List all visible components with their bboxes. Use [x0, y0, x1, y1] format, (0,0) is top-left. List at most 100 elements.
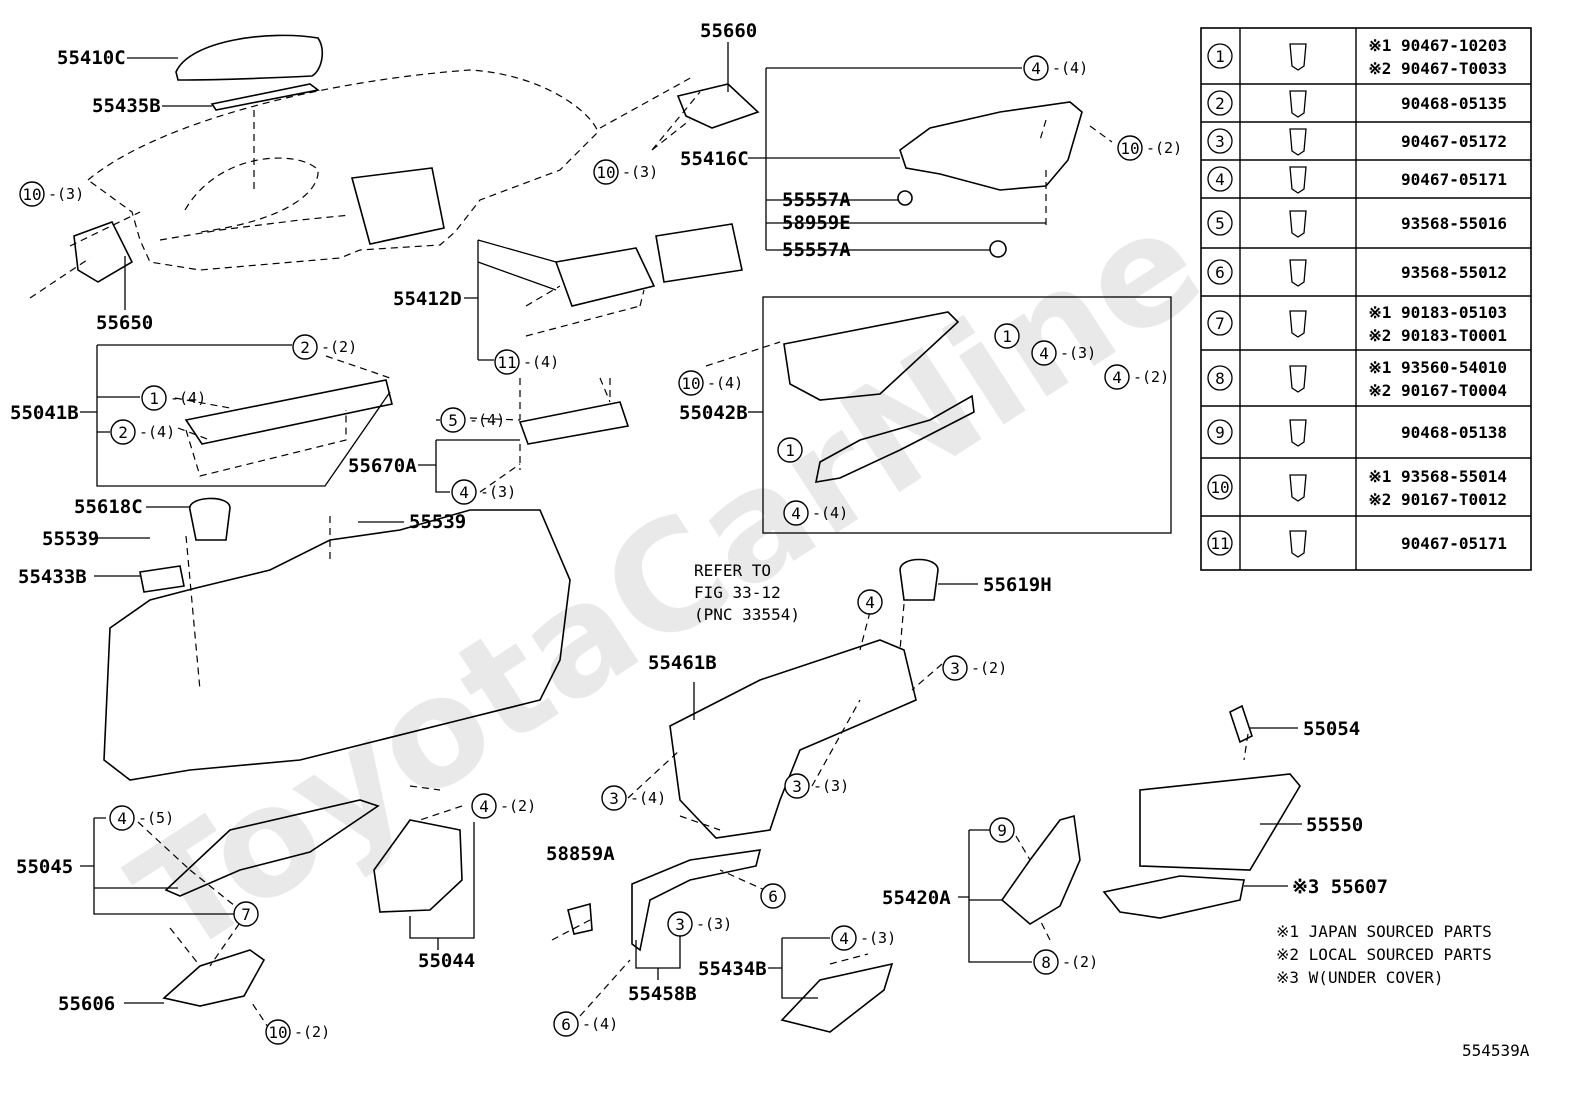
clip-icon	[1289, 90, 1307, 118]
fastener-part-number: 90467-05171	[1401, 534, 1507, 553]
callout: 4-(2)	[1104, 364, 1169, 390]
part-label: 55557A	[782, 189, 851, 211]
clip-icon	[1289, 128, 1307, 156]
part-label: 55435B	[92, 95, 161, 117]
part-label: 55550	[1306, 814, 1363, 836]
cup-holder-drawing	[899, 558, 939, 601]
fastener-row: 10※1 93568-55014※2 90167-T0012	[1201, 457, 1531, 509]
fastener-number: 5	[1215, 214, 1225, 233]
svg-text:10: 10	[1120, 139, 1139, 158]
svg-text:4: 4	[839, 929, 849, 948]
callout: 4-(4)	[1023, 55, 1088, 81]
fastener-part-number: 90467-05172	[1401, 132, 1507, 151]
part-label: 55539	[42, 528, 99, 550]
fastener-row: 7※1 90183-05103※2 90183-T0001	[1201, 295, 1531, 345]
fastener-number-circle	[1207, 474, 1233, 500]
svg-text:-(3): -(3)	[480, 483, 516, 501]
reinforcement-drawing	[103, 509, 571, 781]
fastener-number-circle	[1207, 310, 1233, 336]
fastener-row: 5 93568-55016	[1201, 197, 1531, 238]
part-label: 55660	[700, 20, 757, 42]
callout: 4	[857, 589, 883, 615]
svg-text:5: 5	[448, 411, 458, 430]
damper-drawing	[1229, 704, 1253, 744]
svg-text:-(4): -(4)	[170, 389, 206, 407]
svg-text:-(4): -(4)	[707, 374, 743, 392]
center-vent-drawing	[676, 83, 760, 129]
svg-text:-(4): -(4)	[582, 1015, 618, 1033]
lower-cover-left-drawing	[164, 799, 380, 897]
fastener-part-number: ※1 93560-54010	[1368, 358, 1507, 377]
part-label: 55557A	[782, 239, 851, 261]
fastener-number: 6	[1215, 263, 1225, 282]
svg-text:-(4): -(4)	[630, 789, 666, 807]
callout: 10-(2)	[265, 1019, 330, 1045]
part-label: 55461B	[648, 652, 717, 674]
fastener-number-circle	[1207, 365, 1233, 391]
lower-bracket-drawing	[783, 311, 960, 401]
fastener-part-number: 90467-05171	[1401, 170, 1507, 189]
svg-text:-(3): -(3)	[1060, 344, 1096, 362]
svg-text:-(4): -(4)	[139, 423, 175, 441]
fastener-number: 9	[1215, 423, 1225, 442]
part-label: 55410C	[57, 47, 126, 69]
lower-cover-right-drawing	[373, 819, 463, 913]
fastener-number-circle	[1207, 128, 1233, 154]
part-label: 55539	[409, 511, 466, 533]
part-label: 55606	[58, 993, 115, 1015]
callout: 4-(4)	[783, 500, 848, 526]
fastener-part-number: ※1 90183-05103	[1368, 303, 1507, 322]
svg-text:4: 4	[1039, 344, 1049, 363]
callout: 4-(5)	[109, 805, 174, 831]
fastener-number: 10	[1210, 478, 1229, 497]
svg-text:-(4): -(4)	[469, 411, 505, 429]
part-label: 55041B	[10, 402, 79, 424]
callout: 1 -(4)	[141, 385, 206, 411]
callout: 3-(3)	[784, 773, 849, 799]
fastener-part-number: ※2 90167-T0004	[1368, 381, 1507, 400]
svg-text:1: 1	[149, 389, 159, 408]
part-label: 55420A	[882, 887, 951, 909]
part-label: 58859A	[546, 843, 615, 865]
callout: 9	[989, 817, 1015, 843]
svg-text:3: 3	[792, 777, 802, 796]
fastener-part-number: 93568-55016	[1401, 214, 1507, 233]
part-label: 55044	[418, 950, 475, 972]
svg-text:6: 6	[768, 887, 778, 906]
fastener-row: 9 90468-05138	[1201, 405, 1531, 447]
part-label: 55412D	[393, 288, 462, 310]
fastener-row: 8※1 93560-54010※2 90167-T0004	[1201, 349, 1531, 400]
fastener-number-circle	[1207, 419, 1233, 445]
clip-icon	[1289, 474, 1307, 502]
callout: 2-(4)	[110, 419, 175, 445]
part-label: 55054	[1303, 718, 1360, 740]
fastener-number: 11	[1210, 534, 1229, 553]
svg-text:-(4): -(4)	[523, 353, 559, 371]
clip-icon	[1289, 419, 1307, 447]
clip-icon	[1289, 210, 1307, 238]
leader-lines	[80, 42, 1302, 1004]
display-drawing	[554, 247, 656, 307]
fastener-table-border	[1200, 27, 1532, 571]
part-label: 55434B	[698, 958, 767, 980]
part-labels: 55410C 55435B 55660 55416C 55557A 58959E…	[10, 20, 1388, 1015]
fastener-part-number: 90468-05138	[1401, 423, 1507, 442]
svg-text:10: 10	[681, 374, 700, 393]
meter-strip-drawing	[210, 83, 320, 111]
svg-text:-(2): -(2)	[294, 1023, 330, 1041]
glove-box-drawing	[1139, 773, 1301, 871]
svg-text:1: 1	[785, 441, 795, 460]
callout: 5 -(4)	[440, 407, 505, 433]
part-label: 55670A	[348, 455, 417, 477]
fastener-row: 1※1 90467-10203※2 90467-T0033	[1207, 36, 1507, 78]
callout: 8-(2)	[1033, 949, 1098, 975]
part-label: 58959E	[782, 212, 851, 234]
callout: 1	[994, 323, 1020, 349]
callouts: 4-(4) 10-(3) 10-(2) 10-(3) 11-(4) 2-(2) …	[19, 55, 1182, 1045]
callout: 4-(3)	[831, 925, 896, 951]
part-label: 55650	[96, 312, 153, 334]
reference-line: FIG 33-12	[694, 583, 781, 602]
